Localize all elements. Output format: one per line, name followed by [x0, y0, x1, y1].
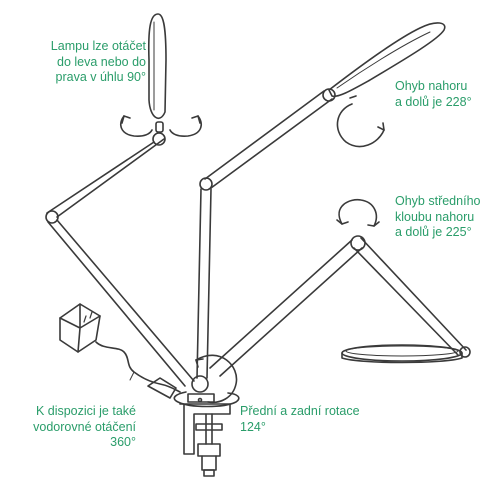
- vertical-top-joint: [152, 132, 166, 146]
- rotate-right-arrow: [169, 115, 202, 137]
- label-horizontal-line-1: K dispozici je také: [35, 404, 136, 418]
- label-middle-bend-line-3: a dolů je 225°: [395, 225, 472, 239]
- label-front-rear-line-1: Přední a zadní rotace: [240, 404, 360, 418]
- label-front-rear-line-2: 124°: [240, 419, 266, 434]
- label-top-bend-line-1: Ohyb nahoru: [395, 79, 468, 93]
- label-top-bend: Ohyb nahoru a dolů je 228°: [395, 79, 472, 110]
- lamp-position-vertical: [45, 13, 202, 387]
- base-pivot-joint: [191, 375, 209, 393]
- top-bend-arrow: [336, 103, 385, 148]
- label-rotate-head-line-2: do leva nebo do: [57, 54, 146, 69]
- label-middle-bend: Ohyb středního kloubu nahoru a dolů je 2…: [395, 194, 480, 241]
- rotate-left-arrow: [120, 115, 153, 137]
- power-adapter: [59, 303, 181, 399]
- lamp-position-raised: [196, 22, 446, 379]
- desk-clamp: [179, 403, 231, 455]
- label-rotate-head: Lampu lze otáčet do leva nebo do prava v…: [51, 39, 146, 86]
- label-top-bend-line-2: a dolů je 228°: [395, 94, 472, 109]
- label-middle-bend-line-1: Ohyb středního: [395, 194, 481, 208]
- label-horizontal: K dispozici je také vodorovné otáčení 36…: [33, 404, 136, 451]
- label-rotate-head-line-1: Lampu lze otáčet: [50, 39, 146, 53]
- label-middle-bend-line-2: kloubu nahoru: [395, 209, 475, 224]
- middle-bend-arrow: [338, 198, 378, 227]
- lamp-position-folded: [209, 198, 471, 377]
- vertical-lamp-head: [147, 13, 167, 120]
- label-rotate-head-line-3: prava v úhlu 90°: [55, 70, 146, 84]
- label-horizontal-line-3: 360°: [110, 435, 136, 449]
- label-front-rear: Přední a zadní rotace 124°: [240, 404, 360, 435]
- front-rear-arrow: [195, 354, 238, 404]
- raised-lamp-head: [328, 22, 446, 98]
- folded-middle-joint: [350, 235, 366, 251]
- vertical-elbow-joint: [45, 210, 59, 224]
- lamp-base: [173, 354, 240, 477]
- raised-middle-joint: [199, 177, 213, 191]
- horizontal-rotation-arrow: [173, 391, 240, 408]
- label-horizontal-line-2: vodorovné otáčení: [33, 419, 136, 434]
